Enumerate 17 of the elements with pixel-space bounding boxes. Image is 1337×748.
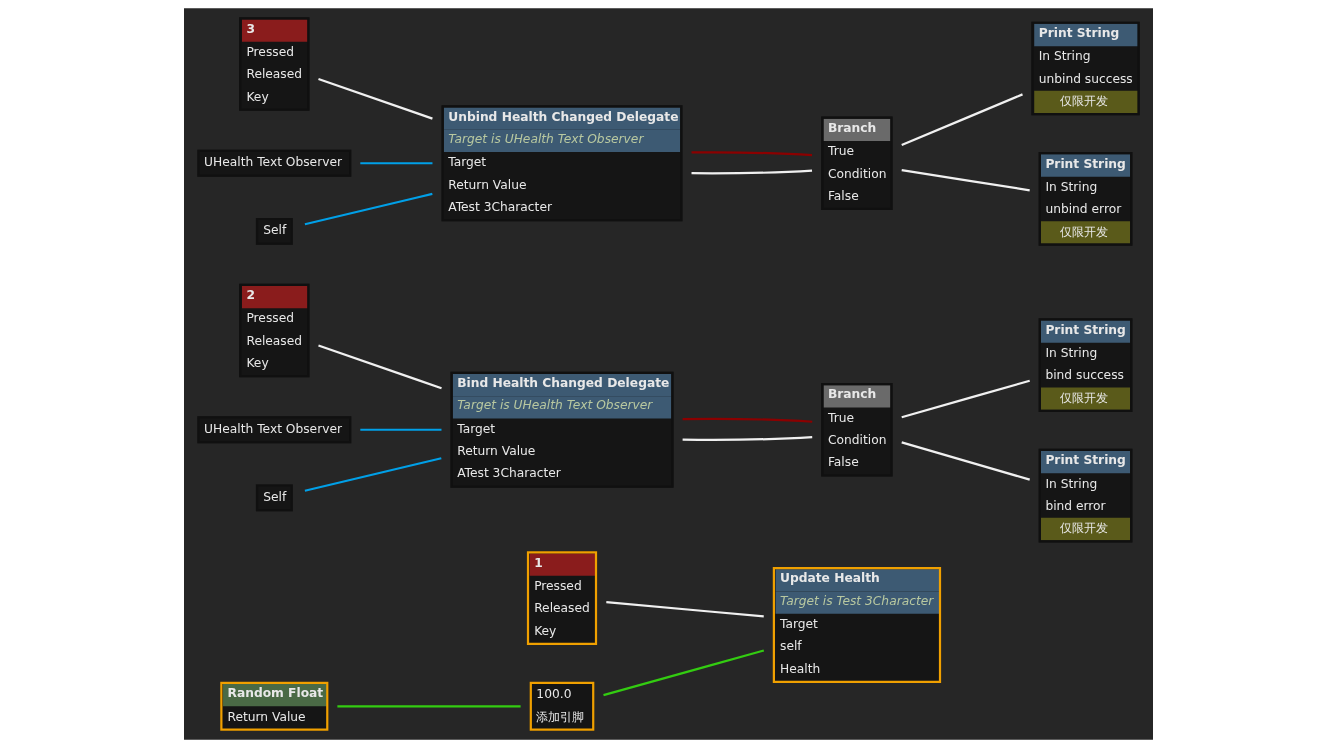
connector (901, 169, 1030, 192)
connector (682, 417, 813, 423)
connector (603, 649, 765, 697)
connector (901, 379, 1030, 419)
connector (360, 428, 442, 431)
connector (318, 77, 433, 120)
connector (304, 457, 442, 492)
connector (318, 344, 442, 390)
connector (606, 600, 764, 618)
connector (337, 705, 521, 708)
connector (360, 162, 433, 165)
connector (304, 192, 433, 226)
connector (691, 169, 813, 175)
connector (901, 441, 1030, 481)
connector (682, 436, 813, 441)
connector (901, 93, 1023, 146)
connector (691, 151, 813, 157)
